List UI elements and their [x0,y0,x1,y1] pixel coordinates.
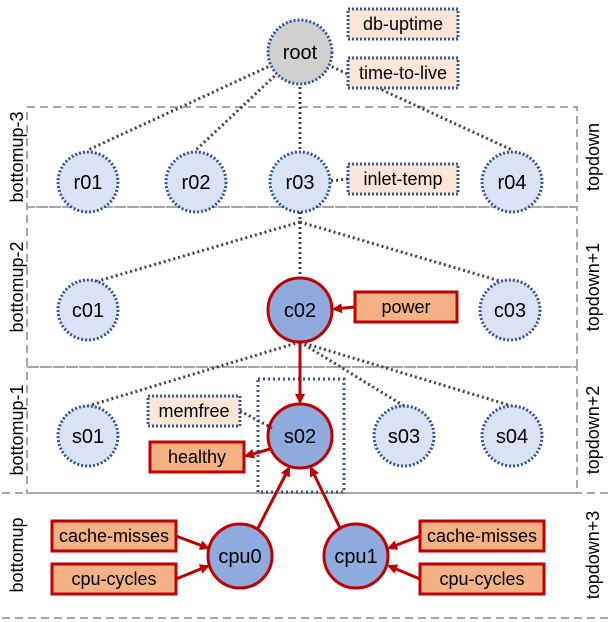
metric-db-uptime[interactable] [346,7,460,41]
node-r01[interactable] [56,150,120,214]
node-s04-label: s04 [496,426,528,448]
level-label-topdown-plus-2: topdown+2 [583,386,603,475]
level-label-topdown-plus-1: topdown+1 [583,243,603,332]
metric-inlet-temp-label: inlet-temp [363,169,442,189]
node-cpu1-label: cpu1 [334,546,377,568]
selection-box-s02 [256,377,346,494]
metric-cpu-cycles-cpu1-label: cpu-cycles [439,569,524,589]
metric-memfree-label: memfree [158,401,229,421]
metric-cache-misses-cpu1-label: cache-misses [427,526,537,546]
arrow-cpu1-s02 [309,466,342,529]
link-c02-s04 [299,340,513,408]
link-inlet-temp-r03 [329,177,349,183]
node-r04-label: r04 [498,172,527,194]
node-r02[interactable] [164,150,228,214]
node-r03-label: r03 [286,172,315,194]
node-cpu1[interactable] [322,522,390,590]
metric-memfree[interactable] [146,394,242,428]
node-s03[interactable] [372,404,436,468]
metric-healthy[interactable] [148,440,246,474]
metric-power[interactable] [353,290,459,324]
level-label-bottomup-3: bottomup-3 [7,111,27,202]
metric-time-to-live[interactable] [346,56,460,90]
link-root-r02 [194,50,302,152]
node-s01-label: s01 [72,426,104,448]
arrow-s02-healthy [244,447,271,459]
arrow-cache-misses-cpu0 [175,534,210,550]
link-root-r01 [87,50,301,152]
aggregation-arrows [175,303,421,581]
nodes: root r01 r02 r03 r04 c01 c02 c03 s01 s02… [56,18,544,590]
level-label-topdown: topdown [583,123,603,191]
link-r03-c03 [299,220,511,286]
metric-time-to-live-label: time-to-live [359,63,447,83]
link-c02-s01 [87,340,301,408]
arrow-cpu-cycles-cpu1 [387,564,421,581]
metric-boxes: db-uptime time-to-live inlet-temp memfre… [50,7,546,596]
node-s01[interactable] [56,404,120,468]
link-root-r04 [299,50,513,152]
metric-db-uptime-label: db-uptime [363,14,443,34]
node-cpu0-label: cpu0 [218,546,261,568]
node-s02-label: s02 [284,426,316,448]
node-r02-label: r02 [182,172,211,194]
level-label-bottomup-2: bottomup-2 [7,241,27,332]
arrow-power-c02 [332,303,356,314]
node-c03-label: c03 [494,300,526,322]
metric-cpu-cycles-cpu0-label: cpu-cycles [71,569,156,589]
node-r04[interactable] [480,150,544,214]
node-r03[interactable] [268,150,332,214]
metric-cache-misses-cpu0-label: cache-misses [59,526,169,546]
node-c02-label: c02 [284,300,316,322]
node-s02[interactable] [266,402,334,470]
node-s03-label: s03 [388,426,420,448]
node-s04[interactable] [480,404,544,468]
level-label-bottomup: bottomup [7,517,27,592]
level-label-bottomup-1: bottomup-1 [7,384,27,475]
node-cpu0[interactable] [206,522,274,590]
arrow-cpu-cycles-cpu0 [175,564,210,581]
tree-links [87,50,513,408]
metric-power-label: power [381,297,430,317]
metric-healthy-label: healthy [168,447,226,467]
node-c01-label: c01 [72,300,104,322]
link-memfree-s02 [239,409,273,430]
node-c01[interactable] [56,278,120,342]
metric-links [239,177,349,430]
link-r03-c01 [87,220,301,286]
node-root-label: root [283,42,318,64]
metric-cache-misses-cpu0[interactable] [50,519,178,553]
link-c02-s03 [299,340,405,408]
arrow-cpu0-s02 [256,466,291,529]
level-label-topdown-plus-3: topdown+3 [583,511,603,600]
node-root[interactable] [266,18,334,86]
arrow-cache-misses-cpu1 [387,534,421,550]
node-r01-label: r01 [74,172,103,194]
node-c03[interactable] [478,278,542,342]
